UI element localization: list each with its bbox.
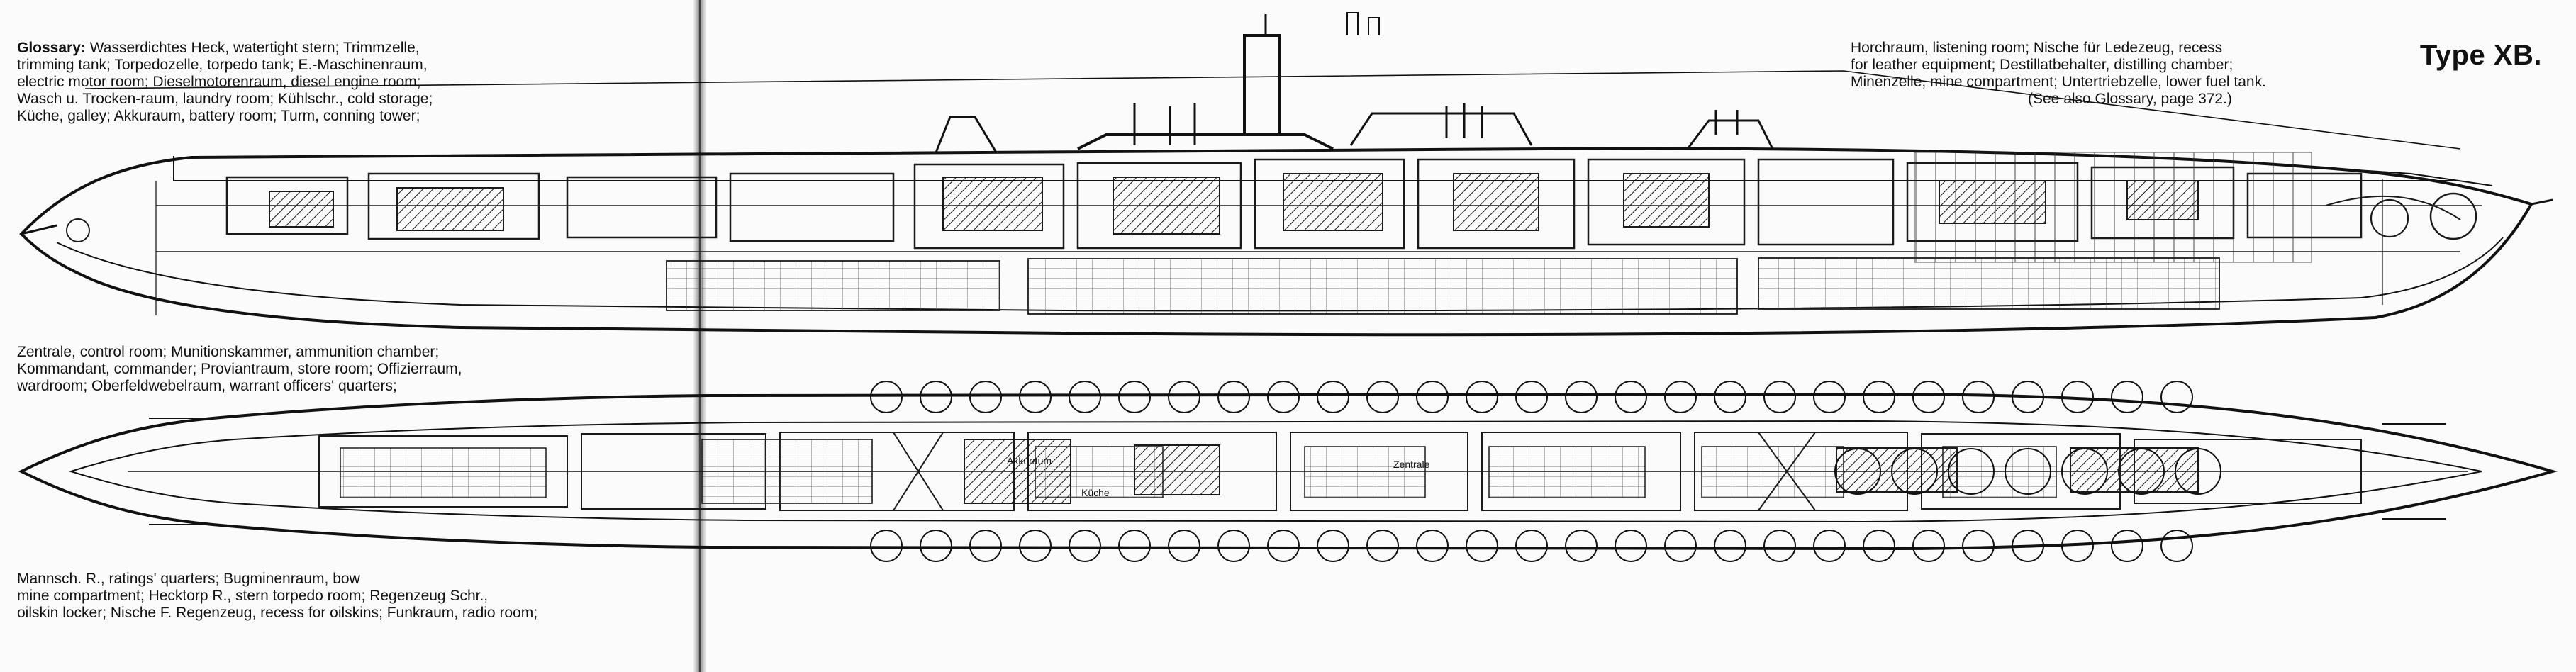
akkuraum-label: Akkuraum <box>1007 455 1052 466</box>
glossary-top-line-5: Küche, galley; Akkuraum, battery room; T… <box>17 108 420 124</box>
glossary-bottom-line-3: oilskin locker; Nische F. Regenzeug, rec… <box>17 605 538 621</box>
glossary-right-line-2: for leather equipment; Destillatbehalter… <box>1851 57 2234 73</box>
glossary-top-line-4: Wasch u. Trocken-raum, laundry room; Küh… <box>17 91 433 107</box>
glossary-bottom-line-2: mine compartment; Hecktorp R., stern tor… <box>17 588 489 604</box>
plan-view-labels: Akkuraum Zentrale Küche <box>1007 455 1430 498</box>
glossary-top-line-3: electric motor room; Dieselmotorenraum, … <box>17 74 421 90</box>
glossary-middle-left: Zentrale, control room; Munitionskammer,… <box>17 344 669 395</box>
glossary-top-left: Glossary: Wasserdichtes Heck, watertight… <box>17 40 598 125</box>
plan-view-tanks <box>870 381 2221 562</box>
side-profile-internal-structure <box>66 152 2482 315</box>
glossary-right-line-4: (See also Glossary, page 372.) <box>2028 91 2232 107</box>
glossary-top-right: Horchraum, listening room; Nische für Le… <box>1851 40 2390 108</box>
kuche-label: Küche <box>1081 487 1110 498</box>
glossary-heading: Glossary: <box>17 40 86 56</box>
zentrale-label: Zentrale <box>1393 459 1430 470</box>
plan-view-compartments <box>318 432 2362 511</box>
glossary-top-line-1-text: Wasserdichtes Heck, watertight stern; Tr… <box>89 40 420 56</box>
side-profile-deck-details <box>155 103 2383 315</box>
glossary-top-line-1: Glossary: Wasserdichtes Heck, watertight… <box>17 40 598 57</box>
glossary-bottom-line-1: Mannsch. R., ratings' quarters; Bugminen… <box>17 571 360 587</box>
glossary-mid-line-2: Kommandant, commander; Proviantraum, sto… <box>17 361 462 377</box>
glossary-right-line-1: Horchraum, listening room; Nische für Le… <box>1851 40 2223 56</box>
glossary-mid-line-1: Zentrale, control room; Munitionskammer,… <box>17 344 440 360</box>
glossary-bottom-left: Mannsch. R., ratings' quarters; Bugminen… <box>17 571 676 622</box>
book-binding-gutter <box>693 0 706 672</box>
glossary-top-line-2: trimming tank; Torpedozelle, torpedo tan… <box>17 57 428 73</box>
glossary-mid-line-3: wardroom; Oberfeldwebelraum, warrant off… <box>17 378 397 394</box>
page-title: Type XB. <box>2419 40 2542 71</box>
glossary-right-line-3: Minenzelle, mine compartment; Untertrieb… <box>1851 74 2266 90</box>
